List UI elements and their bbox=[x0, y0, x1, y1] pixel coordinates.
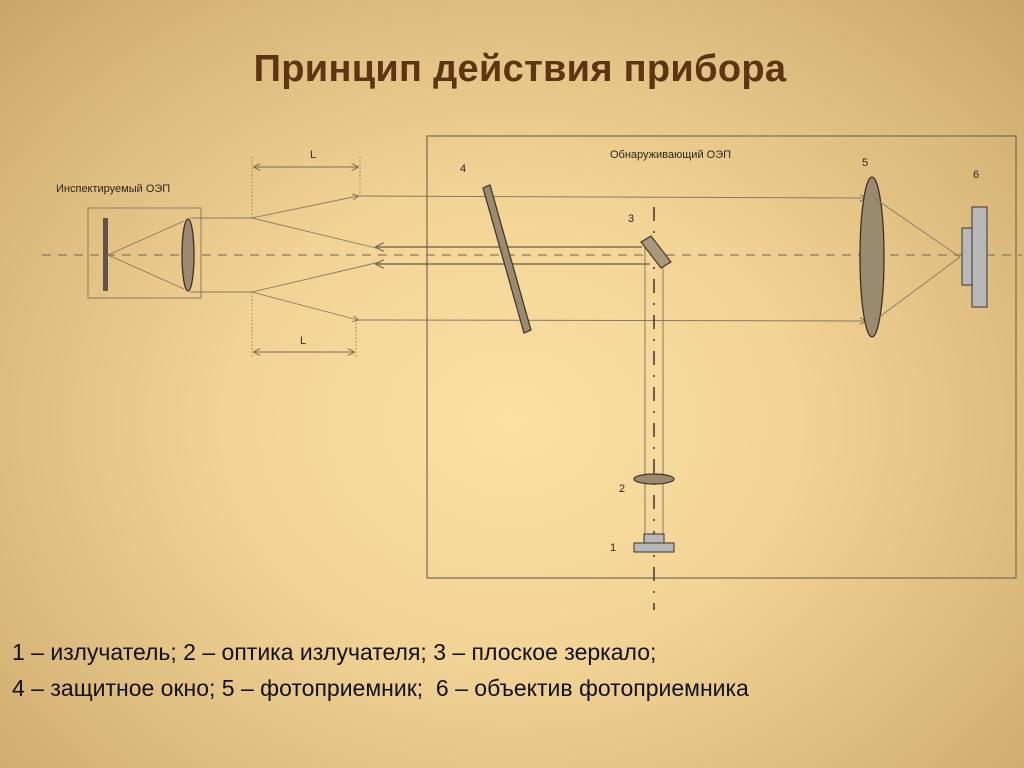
inspected-device-label: Инспектируемый ОЭП bbox=[56, 183, 170, 195]
marker-3: 3 bbox=[628, 213, 634, 225]
emitter-optics bbox=[633, 473, 675, 485]
flat-mirror bbox=[640, 235, 672, 269]
protective-window bbox=[482, 184, 532, 334]
inspected-lens bbox=[181, 218, 195, 292]
detecting-device-label: Обнаруживающий ОЭП bbox=[610, 149, 731, 161]
inspected-device-box bbox=[87, 207, 202, 299]
marker-1: 1 bbox=[610, 542, 616, 554]
legend-line-1: 1 – излучатель; 2 – оптика излучателя; 3… bbox=[12, 639, 657, 665]
legend: 1 – излучатель; 2 – оптика излучателя; 3… bbox=[12, 634, 1012, 706]
legend-line-2: 4 – защитное окно; 5 – фотоприемник; 6 –… bbox=[12, 675, 749, 701]
dimension-label-bottom: L bbox=[300, 335, 306, 347]
slide-title: Принцип действия прибора bbox=[253, 48, 787, 90]
emitter bbox=[643, 533, 665, 544]
marker-6: 6 bbox=[973, 169, 979, 181]
inspected-detector bbox=[103, 218, 108, 291]
dimension-label-top: L bbox=[310, 149, 316, 161]
receiver-lens bbox=[859, 176, 885, 338]
detecting-device-box bbox=[426, 135, 1017, 579]
marker-5: 5 bbox=[862, 157, 868, 169]
photodetector bbox=[961, 227, 973, 286]
marker-2: 2 bbox=[619, 483, 625, 495]
marker-4: 4 bbox=[460, 163, 466, 175]
